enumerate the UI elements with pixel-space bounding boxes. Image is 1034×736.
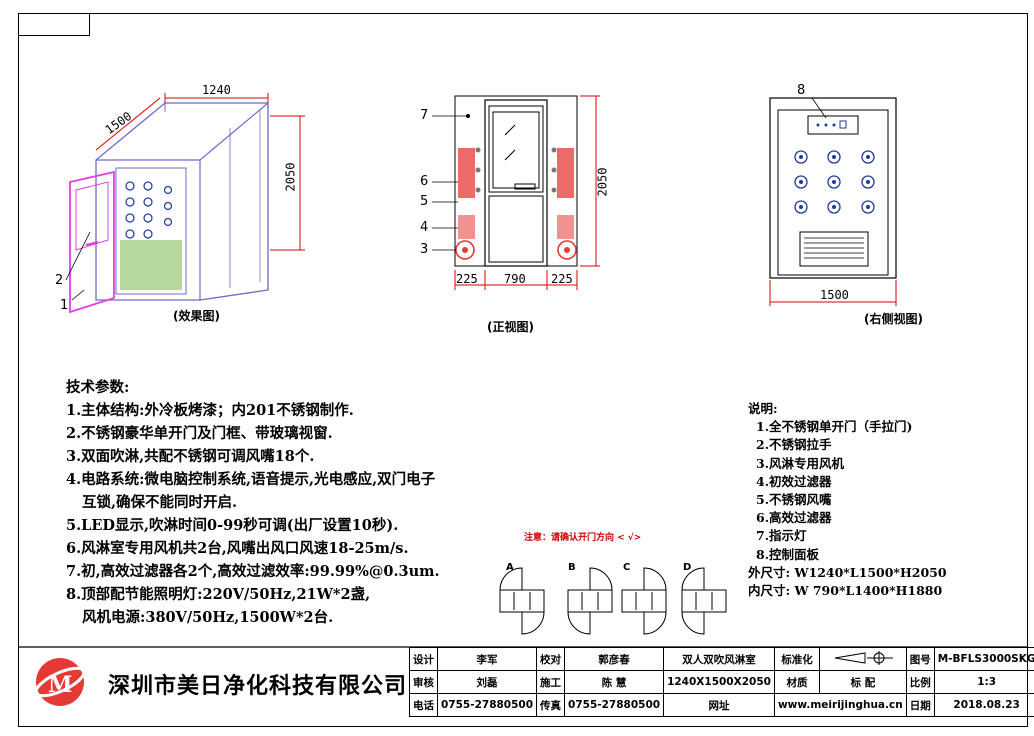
note-item: 8.控制面板 — [756, 546, 820, 562]
callout-7: 7 — [420, 108, 429, 123]
front-right-dim: 225 — [551, 272, 573, 286]
spec-line: 风机电源:380V/50Hz,1500W*2台. — [82, 609, 334, 626]
note-item: 2.不锈钢拉手 — [756, 437, 832, 453]
tb-product-name: 双人双吹风淋室 — [663, 647, 775, 671]
drawing-frame — [18, 13, 1028, 727]
callout-2: 2 — [55, 273, 64, 288]
spec-line: 5.LED显示,吹淋时间0-99秒可调(出厂设置10秒). — [66, 517, 399, 534]
spec-line: 2.不锈钢豪华单开门及门框、带玻璃视窗. — [66, 425, 333, 442]
tb-designer: 李军 — [436, 647, 538, 671]
legend-notes: 说明: 1.全不锈钢单开门（手拉门) 2.不锈钢拉手 3.风淋专用风机 4.初效… — [748, 400, 947, 600]
spec-line: 1.主体结构:外冷板烤漆；内201不锈钢制作. — [66, 402, 354, 419]
tech-specs: 技术参数: 1.主体结构:外冷板烤漆；内201不锈钢制作. 2.不锈钢豪华单开门… — [66, 376, 440, 629]
tb-size: 1240X1500X2050 — [663, 670, 775, 694]
tb-date: 2018.08.23 — [933, 693, 1034, 717]
corner-tag-box — [18, 13, 90, 36]
tb-scale: 1:3 — [933, 670, 1034, 694]
tb-label-website: 网址 — [663, 693, 775, 717]
specs-title: 技术参数: — [66, 379, 130, 396]
tb-drawing-no: M-BFLS3000SKG — [933, 647, 1034, 671]
note-item: 7.指示灯 — [756, 528, 807, 544]
note-item: 6.高效过滤器 — [756, 510, 832, 526]
company-name: 深圳市美日净化科技有限公司 — [108, 674, 408, 699]
note-item: 3.风淋专用风机 — [756, 455, 845, 471]
note-item: 5.不锈钢风嘴 — [756, 492, 832, 508]
door-option-a[interactable]: A — [506, 562, 514, 573]
perspective-caption: (效果图) — [173, 309, 220, 323]
spec-line: 3.双面吹淋,共配不锈钢可调风嘴18个. — [66, 448, 315, 465]
spec-line: 互锁,确保不能同时开启. — [82, 494, 238, 511]
spec-line: 8.顶部配节能照明灯:220V/50Hz,21W*2盏, — [66, 586, 371, 603]
side-width-dim: 1500 — [820, 288, 849, 302]
door-option-b[interactable]: B — [568, 562, 576, 573]
front-left-dim: 225 — [456, 272, 478, 286]
perspective-width-dim: 1240 — [202, 83, 231, 97]
callout-5: 5 — [420, 194, 429, 209]
tb-label-check: 校对 — [536, 647, 566, 671]
inner-size: 内尺寸: W 790*L1400*H1880 — [748, 583, 943, 599]
tb-label-date: 日期 — [905, 693, 935, 717]
door-direction-warning: 注意：请确认开门方向 < √> — [524, 533, 642, 543]
callout-8: 8 — [797, 83, 806, 98]
callout-6: 6 — [420, 174, 429, 189]
tb-material: 标 配 — [819, 670, 907, 694]
projection-symbol-icon — [819, 647, 907, 671]
tb-label-phone: 电话 — [409, 693, 438, 717]
tb-constructor: 陈 慧 — [564, 670, 665, 694]
note-item: 1.全不锈钢单开门（手拉门) — [756, 419, 913, 435]
front-mid-dim: 790 — [504, 272, 526, 286]
outer-size: 外尺寸: W1240*L1500*H2050 — [748, 564, 947, 580]
callout-1: 1 — [60, 298, 69, 313]
note-item: 4.初效过滤器 — [756, 473, 832, 489]
spec-line: 4.电路系统:微电脑控制系统,语音提示,光电感应,双门电子 — [66, 471, 436, 488]
tb-reviewer: 刘磊 — [436, 670, 538, 694]
spec-line: 6.风淋室专用风机共2台,风嘴出风口风速18-25m/s. — [66, 540, 409, 557]
title-block-table: 设计 李军 校对 郭彦春 双人双吹风淋室 标准化 图号 M-BFLS3000SK… — [409, 647, 1034, 717]
tb-label-standard: 标准化 — [773, 647, 821, 671]
spec-line: 7.初,高效过滤器各2个,高效过滤效率:99.99%@0.3um. — [66, 563, 440, 580]
tb-label-construction: 施工 — [536, 670, 566, 694]
callout-3: 3 — [420, 242, 429, 257]
tb-label-review: 审核 — [409, 670, 438, 694]
tb-label-fax: 传真 — [536, 693, 566, 717]
door-option-c[interactable]: C — [623, 562, 631, 573]
tb-label-design: 设计 — [409, 647, 438, 671]
side-caption: (右侧视图) — [864, 312, 923, 326]
tb-fax: 0755-27880500 — [564, 693, 665, 717]
tb-website[interactable]: www.meirijinghua.cn — [773, 693, 907, 717]
tb-label-material: 材质 — [773, 670, 821, 694]
tb-label-drawing-no: 图号 — [905, 647, 935, 671]
svg-text:M: M — [48, 672, 72, 698]
door-option-d[interactable]: D — [683, 562, 692, 573]
callout-4: 4 — [420, 220, 429, 235]
tb-phone: 0755-27880500 — [436, 693, 538, 717]
tb-checker: 郭彦春 — [564, 647, 665, 671]
tb-label-scale: 比例 — [905, 670, 935, 694]
front-caption: (正视图) — [487, 320, 534, 334]
notes-title: 说明: — [748, 401, 778, 416]
